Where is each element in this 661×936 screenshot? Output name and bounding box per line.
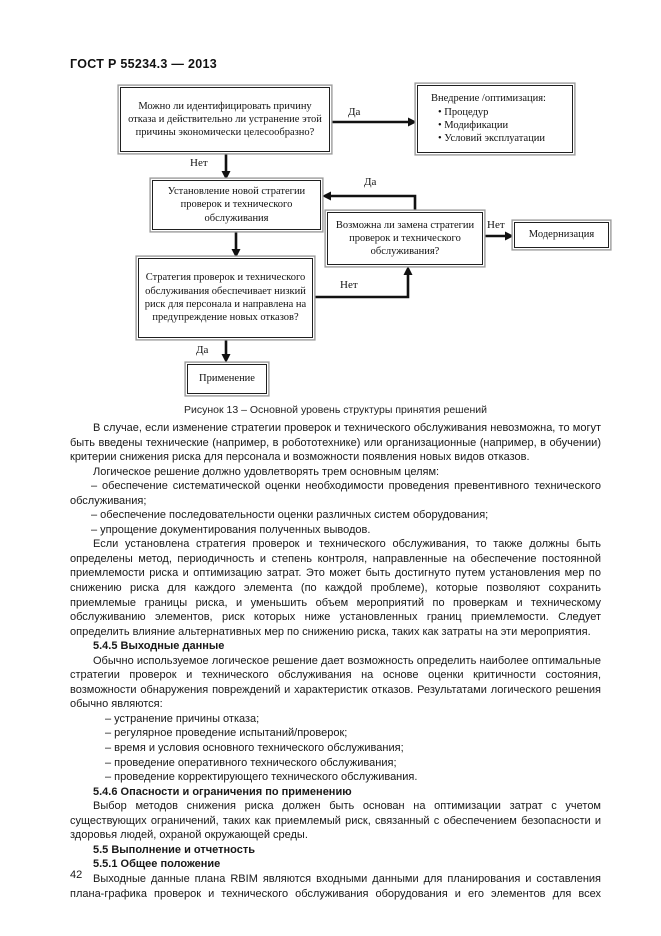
flowchart-bullet-procedures: • Процедур: [438, 106, 489, 118]
paragraph-change-impossible: В случае, если изменение стратегии прове…: [70, 422, 601, 464]
edge-label-no-top: Нет: [190, 157, 208, 169]
figure-caption: Рисунок 13 – Основной уровень структуры …: [184, 404, 487, 416]
edge-label-no-loop: Нет: [340, 279, 358, 291]
document-body: В случае, если изменение стратегии прове…: [70, 421, 601, 901]
edge-label-no-modernization: Нет: [487, 219, 505, 231]
flowchart-node-application: Применение: [187, 364, 267, 394]
flowchart-node-replace-strategy: Возможна ли замена стратегии проверок и …: [327, 212, 483, 265]
list-item-consistency: – обеспечение последовательности оценки …: [91, 509, 489, 522]
figure-13-flowchart: Можно ли идентифицировать причину отказа…: [0, 0, 661, 420]
flowchart-bullet-modifications: • Модификации: [438, 120, 509, 131]
section-heading-5-4-6: 5.4.6 Опасности и ограничения по примене…: [93, 785, 352, 798]
paragraph-risk-methods: Выбор методов снижения риска должен быть…: [70, 800, 601, 842]
section-heading-5-5-1: 5.5.1 Общее положение: [93, 858, 221, 871]
list-item-documentation: – упрощение документирования полученных …: [91, 523, 371, 536]
flowchart-node-identify-cause: Можно ли идентифицировать причину отказа…: [120, 87, 330, 152]
list-item-operative: – проведение оперативного технического о…: [105, 756, 397, 769]
paragraph-rbim-plan: Выходные данные плана RBIM являются вход…: [70, 872, 601, 900]
section-heading-5-4-5: 5.4.5 Выходные данные: [93, 640, 225, 653]
flowchart-bullet-operating-conditions: • Условий эксплуатации: [438, 133, 546, 145]
flowchart-node-new-strategy: Установление новой стратегии проверок и …: [152, 180, 321, 230]
edge-label-yes-loop: Да: [364, 176, 377, 188]
paragraph-strategy-defined: Если установлена стратегия проверок и те…: [70, 538, 601, 638]
list-item-corrective: – проведение корректирующего техническог…: [105, 771, 418, 784]
section-heading-5-5: 5.5 Выполнение и отчетность: [93, 843, 255, 856]
page-number: 42: [70, 869, 83, 881]
edge-label-yes-top: Да: [348, 106, 361, 118]
flowchart-node-low-risk-question: Стратегия проверок и технического обслуж…: [138, 258, 313, 338]
flowchart-node-implementation-title: Внедрение /оптимизация:: [431, 93, 546, 105]
list-item-eliminate-cause: – устранение причины отказа;: [105, 712, 260, 725]
paragraph-logic-goals: Логическое решение должно удовлетворять …: [93, 465, 440, 478]
paragraph-output-data: Обычно используемое логическое решение д…: [70, 654, 601, 711]
list-item-time-conditions: – время и условия основного технического…: [105, 742, 404, 755]
flowchart-node-implementation: Внедрение /оптимизация: • Процедур • Мод…: [417, 85, 573, 153]
document-header: ГОСТ Р 55234.3 — 2013: [70, 57, 218, 71]
list-item-systematic: – обеспечение систематической оценки нео…: [70, 480, 601, 507]
list-item-regular-tests: – регулярное проведение испытаний/провер…: [105, 727, 348, 740]
edge-label-yes-bottom: Да: [196, 344, 209, 356]
flowchart-node-modernization: Модернизация: [514, 222, 609, 248]
flowchart-arrows: [221, 117, 514, 363]
